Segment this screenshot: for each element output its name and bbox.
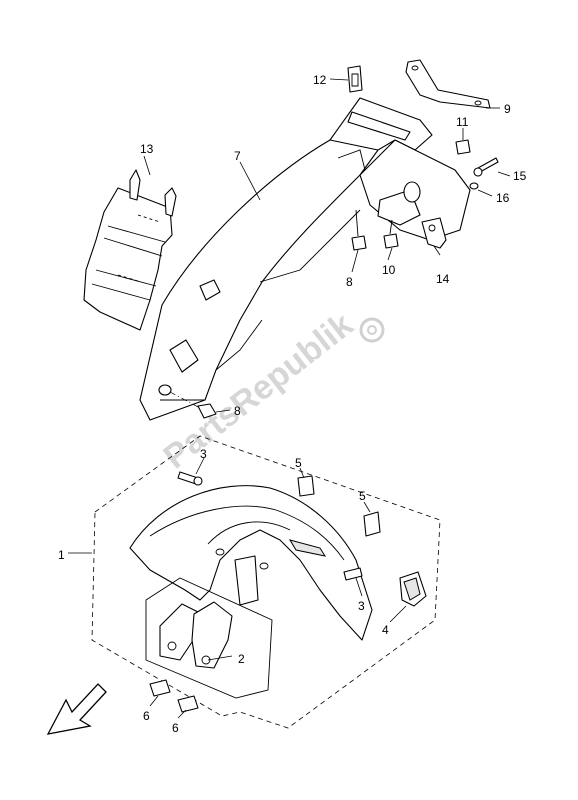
screw-3-upper-part [177, 471, 203, 486]
assembly-2-boundary [145, 577, 273, 699]
callout-6-left: 6 [143, 709, 150, 723]
damper-5-lower-part [363, 511, 381, 537]
washer-16-part [469, 182, 479, 190]
watermark-gear-icon [359, 317, 385, 343]
callout-2: 2 [238, 652, 245, 666]
clip-12-part [347, 65, 363, 93]
callout-5-upper: 5 [295, 456, 302, 470]
callout-16: 16 [496, 191, 510, 205]
callouts: 1 2 3 3 4 5 5 6 6 7 8 8 9 10 11 12 13 14… [58, 73, 527, 735]
reflector-4-part [399, 571, 427, 607]
bolt-6-left-part [149, 679, 171, 697]
nut-11-part [455, 139, 471, 155]
callout-11: 11 [456, 115, 469, 129]
callout-9: 9 [504, 102, 511, 116]
callout-10: 10 [382, 263, 396, 277]
callout-13: 13 [140, 142, 154, 156]
bolt-15-part [473, 157, 499, 177]
rear-fender-part [139, 97, 471, 421]
leader-lines [68, 78, 511, 719]
bolt-10-part [383, 219, 399, 249]
callout-8-lower: 8 [234, 404, 241, 418]
callout-1: 1 [58, 548, 65, 562]
callout-8-upper: 8 [346, 275, 353, 289]
front-direction-arrow-icon [46, 683, 107, 735]
callout-12: 12 [313, 73, 327, 87]
screw-3-lower-part [343, 567, 363, 581]
damper-5-upper-part [297, 475, 315, 497]
bolt-6-right-part [177, 695, 199, 713]
bracket-2-part [159, 601, 233, 669]
bolt-8-lower-part [169, 391, 217, 419]
callout-3-upper: 3 [200, 447, 207, 461]
callout-14: 14 [436, 272, 450, 286]
bolt-8-upper-part [351, 209, 367, 251]
callout-15: 15 [513, 169, 527, 183]
callout-4: 4 [382, 623, 389, 637]
front-fender-part [129, 485, 373, 641]
stay-14-part [421, 217, 447, 249]
assembly-1-boundary [91, 435, 441, 729]
callout-5-lower: 5 [359, 489, 366, 503]
callout-7: 7 [234, 149, 241, 163]
callout-6-right: 6 [172, 721, 179, 735]
bracket-9-part [405, 59, 491, 109]
rear-flap-part [83, 169, 177, 331]
callout-3-lower: 3 [358, 599, 365, 613]
